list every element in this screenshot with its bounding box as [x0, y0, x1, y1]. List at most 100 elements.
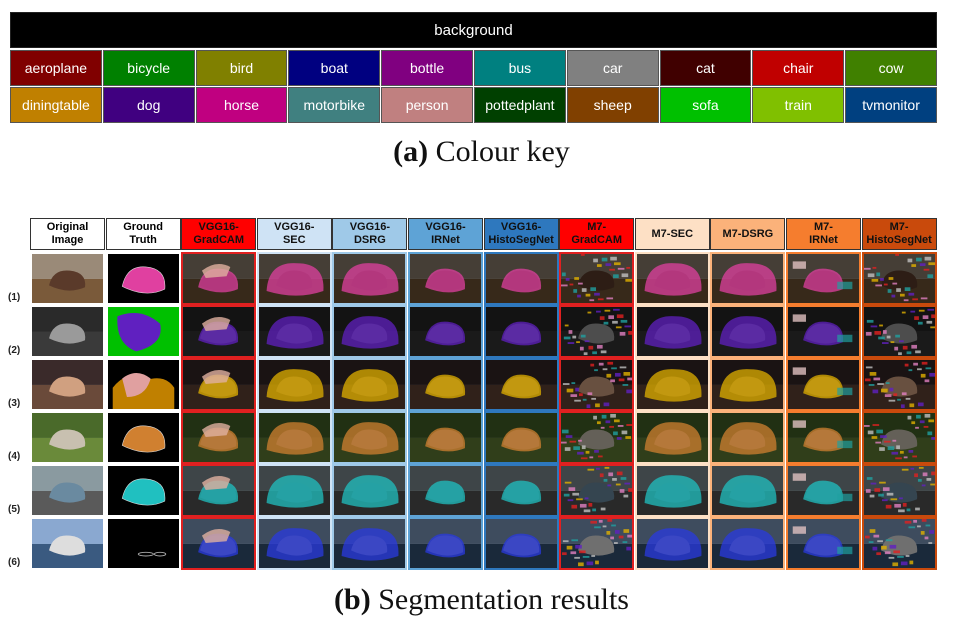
segmentation-output [256, 252, 332, 305]
legend-class-label: sofa [692, 97, 719, 113]
segmentation-output [256, 517, 332, 570]
segmentation-output [786, 305, 861, 358]
column-header: M7-HistoSegNet [861, 218, 937, 250]
segmentation-output [710, 517, 786, 570]
segmentation-output [256, 464, 332, 517]
legend-class-sofa: sofa [659, 87, 752, 123]
legend-class-bicycle: bicycle [102, 50, 195, 86]
ground-truth-mask [105, 411, 181, 464]
column-header: M7-DSRG [710, 218, 786, 250]
column-header-line1: VGG16- [349, 221, 391, 233]
legend-class-sheep: sheep [566, 87, 659, 123]
segmentation-output [559, 464, 635, 517]
legend-class-label: cat [696, 60, 715, 76]
caption-b-text: Segmentation results [378, 583, 629, 616]
legend-class-label: person [405, 97, 449, 113]
column-header-line2: SEC [282, 234, 306, 246]
segmentation-output [408, 305, 483, 358]
caption-a-letter: (a) [393, 135, 429, 168]
segmentation-output [181, 305, 257, 358]
segmentation-output [861, 358, 937, 411]
segmentation-output [786, 358, 861, 411]
segmentation-output [559, 358, 635, 411]
legend-class-label: sheep [593, 97, 632, 113]
ground-truth-mask [105, 252, 181, 305]
segmentation-output [559, 517, 635, 570]
legend-class-label: train [784, 97, 812, 113]
row-label: (4) [8, 451, 21, 462]
column-header: VGG16-DSRG [332, 218, 408, 250]
column-header-line2: GradCAM [571, 234, 623, 246]
segmentation-output [408, 517, 483, 570]
legend-class-cow: cow [845, 50, 937, 86]
column-header-line2: GradCAM [193, 234, 245, 246]
segmentation-output [861, 517, 937, 570]
column-header-line1: VGG16- [500, 221, 542, 233]
segmentation-output [710, 411, 786, 464]
result-column: VGG16-GradCAM [181, 218, 257, 574]
result-column: M7-HistoSegNet [861, 218, 937, 574]
result-column: VGG16-HistoSegNet [483, 218, 559, 574]
legend-class-label: cow [878, 60, 904, 76]
segmentation-output [634, 411, 710, 464]
segmentation-output [634, 464, 710, 517]
original-image [30, 305, 105, 358]
segmentation-output [483, 517, 559, 570]
segmentation-output [786, 252, 861, 305]
legend-class-aeroplane: aeroplane [10, 50, 102, 86]
column-header: VGG16-SEC [256, 218, 332, 250]
legend-class-label: bicycle [127, 60, 171, 76]
legend-class-label: motorbike [303, 97, 366, 113]
column-header-line2: IRNet [431, 234, 460, 246]
column-header-line2: IRNet [809, 234, 838, 246]
column-header-line2: DSRG [353, 234, 386, 246]
segmentation-output [408, 252, 483, 305]
segmentation-output [634, 358, 710, 411]
legend-class-label: chair [783, 60, 814, 76]
segmentation-output [332, 305, 408, 358]
legend-background-label: background [434, 21, 513, 39]
legend-class-label: dog [137, 97, 161, 113]
segmentation-output [634, 517, 710, 570]
column-header-line1: VGG16- [425, 221, 466, 233]
legend-class-pottedplant: pottedplant [474, 87, 566, 123]
segmentation-output [634, 252, 710, 305]
legend-class-bottle: bottle [381, 50, 473, 86]
legend-class-bus: bus [474, 50, 566, 86]
column-header: M7-IRNet [786, 218, 861, 250]
column-header-line2: HistoSegNet [866, 234, 932, 246]
segmentation-output [181, 411, 257, 464]
row-label: (1) [8, 292, 21, 303]
segmentation-output [710, 305, 786, 358]
row-label: (6) [8, 557, 21, 568]
column-header-line1: VGG16- [198, 221, 239, 233]
legend-class-label: tvmonitor [862, 97, 920, 113]
column-header-line1: M7-SEC [651, 227, 694, 240]
caption-b-letter: (b) [334, 583, 371, 616]
original-image [30, 411, 105, 464]
segmentation-output [408, 411, 483, 464]
original-image [30, 517, 105, 570]
column-header: VGG16-HistoSegNet [483, 218, 559, 250]
segmentation-output [483, 464, 559, 517]
legend-class-label: horse [223, 97, 259, 113]
result-column: VGG16-SEC [256, 218, 332, 574]
segmentation-output [332, 358, 408, 411]
ground-truth-mask [105, 517, 181, 570]
segmentation-output [483, 358, 559, 411]
segmentation-output [483, 252, 559, 305]
segmentation-output [256, 305, 332, 358]
segmentation-output [559, 411, 635, 464]
column-header-line1: M7- [587, 221, 607, 233]
segmentation-output [861, 252, 937, 305]
legend-class-label: aeroplane [24, 60, 88, 76]
segmentation-output [634, 305, 710, 358]
legend-class-car: car [566, 50, 659, 86]
segmentation-output [861, 464, 937, 517]
column-header-line1: Original [46, 221, 89, 233]
legend-class-bird: bird [195, 50, 288, 86]
